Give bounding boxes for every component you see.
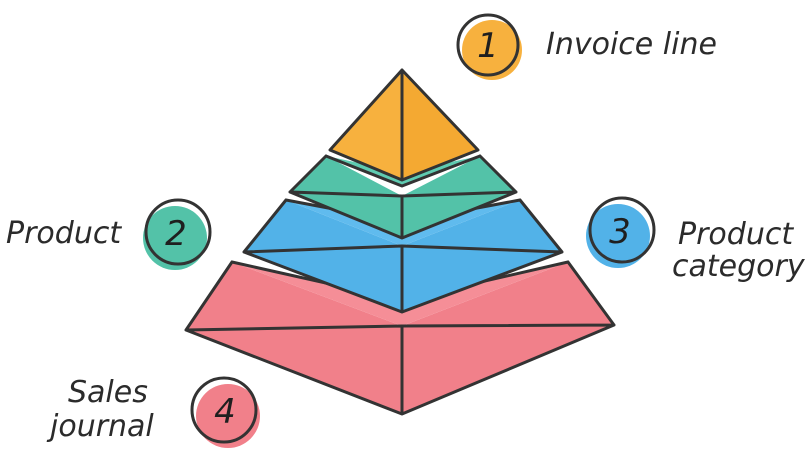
badge-3: 3: [586, 196, 656, 268]
tier-1-right-face: [402, 70, 478, 180]
tier-3-left-face: [244, 200, 402, 312]
tier-3-label: Product category: [672, 217, 806, 284]
badge-3-number: 3: [609, 212, 631, 252]
badge-2-fill: [143, 206, 207, 270]
tier-4-label: Sales journal: [46, 375, 157, 444]
tier-1-label: Invoice line: [546, 27, 717, 62]
tier-4-right-face: [402, 262, 614, 414]
badge-3-fill: [586, 204, 650, 268]
badge-2-ring: [144, 198, 212, 266]
tier-3-right-face: [402, 200, 562, 312]
badge-3-ring: [588, 196, 656, 264]
badge-1-fill: [462, 20, 522, 80]
badge-1-number: 1: [477, 26, 499, 66]
tier-4-left-face: [186, 262, 402, 414]
badge-4: 4: [190, 376, 260, 448]
badge-1: 1: [456, 13, 522, 80]
tier-4-layer: [184, 260, 616, 416]
badge-4-ring: [190, 376, 258, 444]
badge-2-number: 2: [165, 214, 187, 254]
badge-1-ring: [456, 13, 520, 77]
badge-4-fill: [196, 384, 260, 448]
badge-4-number: 4: [214, 392, 236, 432]
tier-1-left-face: [330, 70, 402, 180]
tier-2-label: Product: [6, 216, 122, 251]
badge-2: 2: [143, 198, 212, 270]
tier-2-left-face: [290, 156, 402, 238]
tier-4-top-face: [232, 262, 568, 326]
tier-2-right-face: [402, 156, 516, 238]
tier-1-layer: [328, 68, 480, 182]
